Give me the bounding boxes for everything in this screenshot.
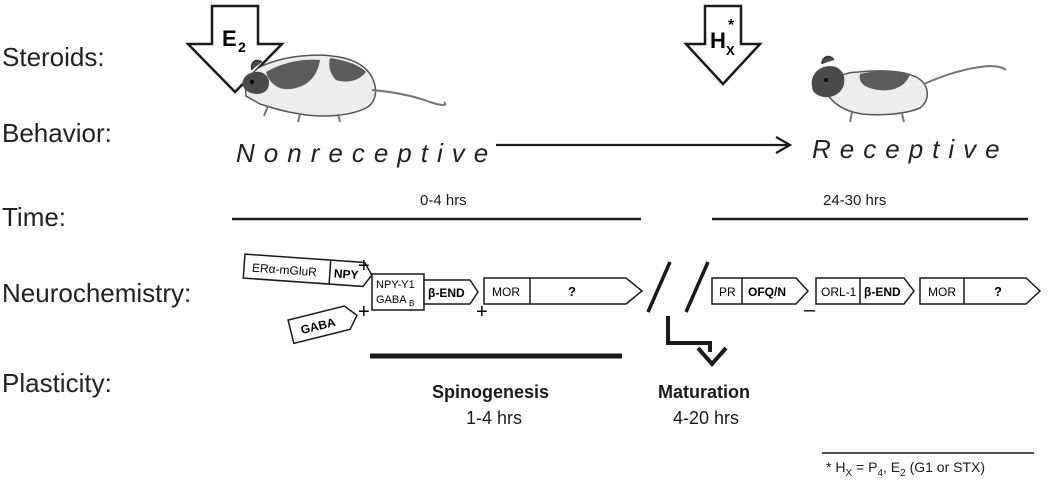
break-mark-1: [646, 261, 672, 313]
mor-box-1: MOR ?: [483, 277, 644, 305]
row-label-plasticity: Plasticity:: [2, 368, 112, 398]
hx-label: H: [710, 28, 726, 53]
behavior-transition-arrow: [496, 136, 793, 154]
footnote-h: H: [835, 459, 846, 475]
maturation-time: 4-20 hrs: [673, 408, 740, 428]
footnote-psub: 4: [877, 467, 883, 479]
plus-2: +: [358, 301, 370, 323]
row-label-time: Time:: [2, 202, 67, 232]
spinogenesis-title: Spinogenesis: [432, 382, 550, 402]
beta-end-1-label: β-END: [428, 286, 465, 300]
pr-ofq-box: PR OFQ/N: [711, 277, 810, 305]
rat-receptive-image: [811, 55, 1007, 123]
footnote-e: , E: [883, 459, 901, 475]
beta-end-box-1: β-END: [423, 279, 479, 305]
maturation-title: Maturation: [658, 382, 750, 402]
footnote-esub: 2: [900, 467, 906, 479]
time-right-label: 24-30 hrs: [823, 192, 887, 209]
mor-2-label: MOR: [928, 285, 956, 299]
rat-nonreceptive-image: [242, 54, 447, 123]
maturation-arrow: [666, 316, 728, 368]
pr-label: PR: [719, 285, 736, 299]
behavior-nonreceptive: Nonreceptive: [236, 138, 498, 168]
row-label-neurochemistry: Neurochemistry:: [2, 278, 192, 308]
break-mark-2: [684, 261, 710, 313]
er-mglur-label: ERα-mGluR: [252, 261, 318, 280]
plus-3: +: [476, 301, 488, 323]
minus-1: –: [804, 299, 816, 321]
footnote-eq: = P: [852, 459, 878, 475]
npy-y1-label: NPY-Y1: [376, 279, 415, 291]
gabab-sub: B: [409, 299, 414, 308]
hx-sup: *: [728, 17, 735, 34]
plus-1: +: [358, 255, 370, 277]
beta-end-2-label: β-END: [864, 285, 901, 299]
orl1-label: ORL-1: [821, 285, 857, 299]
npy-label: NPY: [333, 266, 359, 282]
gabab-label: GABA: [376, 294, 407, 306]
q-2-label: ?: [994, 284, 1002, 299]
steroid-arrow-hx: H X *: [683, 4, 763, 86]
row-label-behavior: Behavior:: [2, 118, 112, 148]
gaba-box: GABA: [287, 305, 358, 345]
er-mglur-npy-box: ERα-mGluR NPY: [242, 253, 373, 288]
row-label-steroids: Steroids:: [2, 42, 105, 72]
footnote-hsub: X: [845, 467, 853, 479]
mor-1-label: MOR: [492, 285, 520, 299]
footnote: * HX = P4, E2 (G1 or STX): [826, 459, 985, 479]
orl1-beta-end-box: ORL-1 β-END: [815, 277, 915, 305]
time-left-label: 0-4 hrs: [420, 192, 467, 209]
behavior-receptive: Receptive: [812, 134, 1009, 164]
q-1-label: ?: [568, 284, 576, 299]
e2-label: E: [222, 26, 237, 51]
mor-box-2: MOR ?: [919, 277, 1042, 305]
footnote-star: *: [826, 459, 832, 475]
spinogenesis-time: 1-4 hrs: [466, 408, 523, 428]
npy-y1-gabab-box: NPY-Y1 GABA B: [371, 273, 425, 311]
footnote-tail: (G1 or STX): [905, 459, 986, 475]
ofq-label: OFQ/N: [748, 285, 786, 299]
e2-sub: 2: [238, 39, 246, 55]
hx-sub: X: [726, 43, 735, 58]
